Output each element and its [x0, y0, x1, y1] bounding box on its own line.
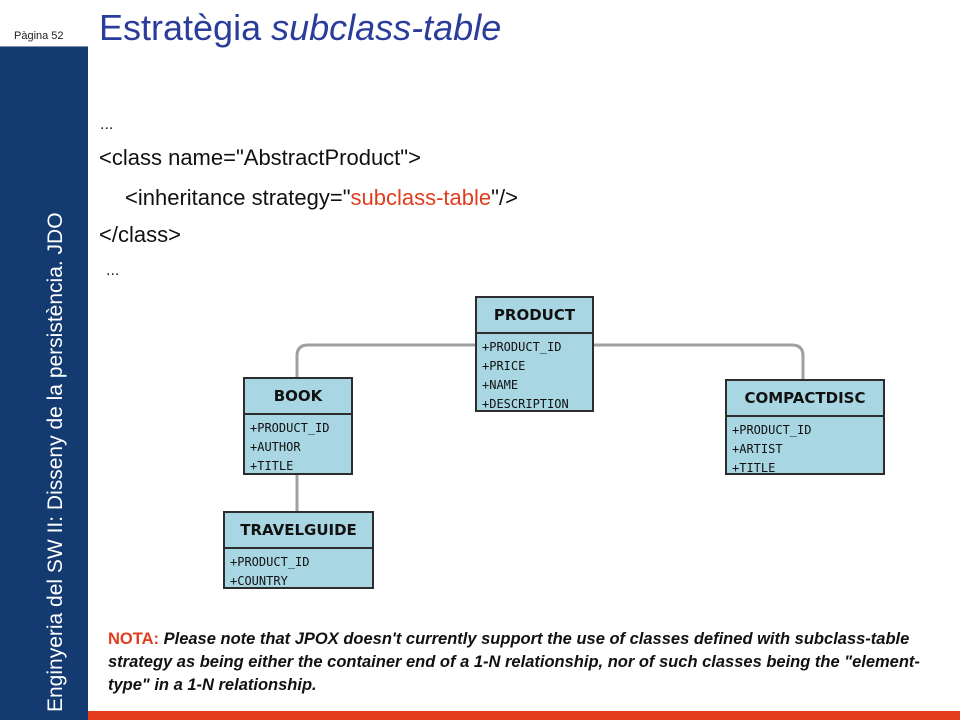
attribute: +TITLE	[732, 461, 776, 475]
note-label: NOTA:	[108, 630, 160, 648]
ellipsis-top: ...	[100, 116, 114, 133]
class-name: BOOK	[245, 379, 351, 415]
note-text: Please note that JPOX doesn't currently …	[108, 630, 920, 694]
connector-compactdisc-product	[593, 343, 805, 379]
attribute: +PRODUCT_ID	[482, 340, 562, 354]
note-paragraph: NOTA: Please note that JPOX doesn't curr…	[108, 628, 958, 697]
inheritance-value: subclass-table	[350, 185, 492, 210]
uml-class-compactdisc: COMPACTDISC +PRODUCT_ID +ARTIST +TITLE	[725, 379, 885, 475]
attribute: +PRICE	[482, 359, 526, 373]
code-line-inheritance: <inheritance strategy="subclass-table"/>	[125, 185, 518, 211]
page-number: Pàgina 52	[14, 30, 64, 42]
attribute: +TITLE	[250, 459, 294, 473]
code-line-class-open: <class name="AbstractProduct">	[99, 145, 421, 170]
class-name: TRAVELGUIDE	[225, 513, 372, 549]
sidebar	[0, 0, 88, 720]
uml-class-product: PRODUCT +PRODUCT_ID +PRICE +NAME +DESCRI…	[475, 296, 594, 412]
ellipsis-bottom: ...	[106, 262, 120, 279]
uml-class-book: BOOK +PRODUCT_ID +AUTHOR +TITLE	[243, 377, 353, 475]
bottom-accent-bar	[88, 711, 960, 720]
code-line-class-close: </class>	[99, 222, 181, 247]
attribute: +PRODUCT_ID	[732, 423, 812, 437]
title-plain: Estratègia	[99, 7, 272, 48]
inheritance-prefix: <inheritance strategy="	[125, 185, 351, 210]
page-number-box: Pàgina 52	[0, 0, 88, 47]
attribute: +DESCRIPTION	[482, 397, 569, 411]
attribute: +NAME	[482, 378, 519, 392]
inheritance-suffix: "/>	[491, 185, 518, 210]
uml-class-travelguide: TRAVELGUIDE +PRODUCT_ID +COUNTRY	[223, 511, 374, 589]
attribute: +AUTHOR	[250, 440, 301, 454]
attribute: +COUNTRY	[230, 574, 288, 588]
class-name: PRODUCT	[477, 298, 592, 334]
attribute: +PRODUCT_ID	[250, 421, 330, 435]
connector-book-product	[295, 343, 476, 377]
slide-title: Estratègia subclass-table	[99, 7, 501, 49]
attribute: +ARTIST	[732, 442, 783, 456]
title-italic: subclass-table	[271, 7, 502, 48]
class-name: COMPACTDISC	[727, 381, 883, 417]
attribute: +PRODUCT_ID	[230, 555, 310, 569]
